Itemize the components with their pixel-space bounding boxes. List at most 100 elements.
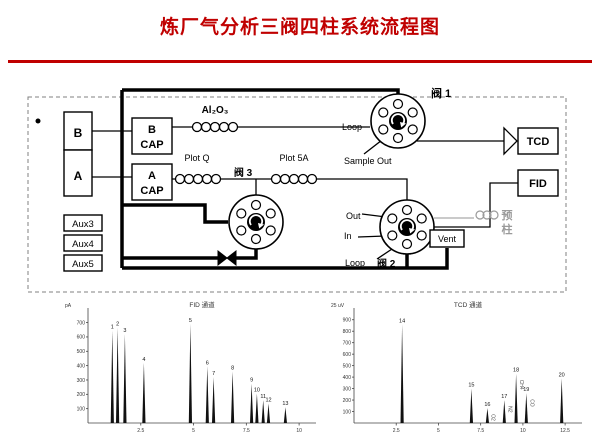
- bullet-point: [35, 118, 41, 124]
- precolumn-label-2: 柱: [502, 222, 513, 236]
- gas-b-box: [63, 111, 93, 151]
- svg-text:600: 600: [77, 335, 86, 341]
- svg-text:7.5: 7.5: [243, 428, 250, 434]
- plot-q-column-label: Plot Q: [184, 153, 209, 163]
- page-title: 炼厂气分析三阀四柱系统流程图: [159, 17, 440, 38]
- gas-a-label: A: [74, 169, 83, 183]
- aux5-label: Aux5: [72, 259, 94, 270]
- plot-q-column-coil: [174, 173, 222, 185]
- svg-text:17: 17: [501, 394, 507, 400]
- aux5-box: [63, 254, 103, 272]
- plot-5a-column-coil: [270, 173, 318, 185]
- al2o3-column-coil: [191, 121, 239, 133]
- sample-out-label: Sample Out: [344, 156, 392, 166]
- svg-text:300: 300: [77, 378, 86, 384]
- svg-text:9: 9: [250, 378, 253, 384]
- svg-text:14: 14: [399, 318, 405, 324]
- svg-text:3: 3: [123, 328, 126, 334]
- svg-text:400: 400: [77, 363, 86, 369]
- svg-text:2.5: 2.5: [137, 428, 144, 434]
- loop-label-valve1: Loop: [342, 122, 362, 132]
- svg-text:1: 1: [111, 325, 114, 331]
- svg-text:100: 100: [77, 406, 86, 412]
- aux4-label: Aux4: [72, 239, 94, 250]
- svg-text:N2: N2: [506, 406, 512, 413]
- plot-5a-column-label: Plot 5A: [279, 153, 308, 163]
- svg-text:5: 5: [437, 428, 440, 434]
- aux3-box: [63, 214, 103, 232]
- svg-text:19: 19: [523, 387, 529, 393]
- svg-text:7.5: 7.5: [477, 428, 484, 434]
- b-cap-box: [131, 117, 173, 155]
- gas-a-box: [63, 149, 93, 197]
- a-cap-line2: CAP: [140, 185, 163, 197]
- svg-text:500: 500: [343, 363, 352, 369]
- b-cap-line1: B: [148, 124, 156, 136]
- svg-text:FID 通道: FID 通道: [189, 300, 215, 309]
- svg-text:12.5: 12.5: [560, 428, 570, 434]
- svg-text:600: 600: [343, 352, 352, 358]
- al2o3-column-label: Al₂O₃: [202, 105, 229, 116]
- svg-text:900: 900: [343, 318, 352, 324]
- svg-text:6: 6: [206, 360, 209, 366]
- tcd-label: TCD: [527, 136, 550, 148]
- valve-2-label: 阀 2: [377, 257, 396, 270]
- svg-text:10: 10: [254, 388, 260, 394]
- valve-1-label: 阀 1: [431, 86, 451, 100]
- fid-label: FID: [529, 178, 547, 190]
- svg-text:10: 10: [296, 428, 302, 434]
- svg-text:400: 400: [343, 375, 352, 381]
- tcd-box: [517, 127, 559, 155]
- out-label: Out: [346, 211, 361, 221]
- a-cap-line1: A: [148, 170, 156, 182]
- precolumn-coil: [475, 210, 499, 220]
- svg-text:CO: CO: [528, 399, 534, 407]
- precolumn-label-1: 预: [502, 208, 513, 222]
- svg-text:TCD 通道: TCD 通道: [454, 300, 483, 309]
- valve-1: [370, 93, 426, 149]
- svg-text:800: 800: [343, 329, 352, 335]
- loop-label-valve2: Loop: [345, 258, 365, 268]
- fid-box: [517, 169, 559, 197]
- svg-text:8: 8: [231, 365, 234, 371]
- in-label: In: [344, 231, 352, 241]
- svg-text:5: 5: [189, 318, 192, 324]
- a-cap-box: [131, 163, 173, 201]
- b-cap-line2: CAP: [140, 139, 163, 151]
- svg-text:20: 20: [559, 372, 565, 378]
- vent-box: [429, 229, 465, 248]
- svg-text:300: 300: [343, 386, 352, 392]
- valve-2: [379, 199, 435, 255]
- gas-b-label: B: [74, 126, 83, 140]
- shutoff-valve-icon: [217, 249, 237, 267]
- tcd-inlet-icon: [503, 126, 518, 156]
- title-underline: [8, 60, 592, 63]
- aux4-box: [63, 234, 103, 252]
- svg-text:18: 18: [513, 368, 519, 374]
- svg-text:25 uV: 25 uV: [331, 303, 345, 309]
- flow-lines-thick: [120, 88, 449, 270]
- aux3-label: Aux3: [72, 219, 94, 230]
- flow-lines: [92, 126, 518, 260]
- svg-text:CH4: CH4: [518, 380, 524, 390]
- svg-text:5: 5: [192, 428, 195, 434]
- diagram-border: [27, 96, 567, 293]
- svg-text:13: 13: [282, 401, 288, 407]
- valve-3-label: 阀 3: [234, 166, 253, 179]
- svg-text:2.5: 2.5: [393, 428, 400, 434]
- svg-text:100: 100: [343, 409, 352, 415]
- svg-text:700: 700: [343, 340, 352, 346]
- svg-text:O2: O2: [489, 414, 495, 421]
- svg-text:11: 11: [260, 394, 266, 400]
- svg-text:700: 700: [77, 320, 86, 326]
- svg-text:200: 200: [77, 392, 86, 398]
- svg-text:10: 10: [520, 428, 526, 434]
- svg-text:2: 2: [116, 322, 119, 328]
- svg-text:4: 4: [142, 357, 145, 363]
- svg-text:7: 7: [212, 371, 215, 377]
- valve-3: [228, 194, 284, 250]
- flow-diagram: B A B CAP A CAP Al₂O₃ Plot Q Plot 5A 阀 1…: [27, 86, 567, 293]
- svg-text:500: 500: [77, 349, 86, 355]
